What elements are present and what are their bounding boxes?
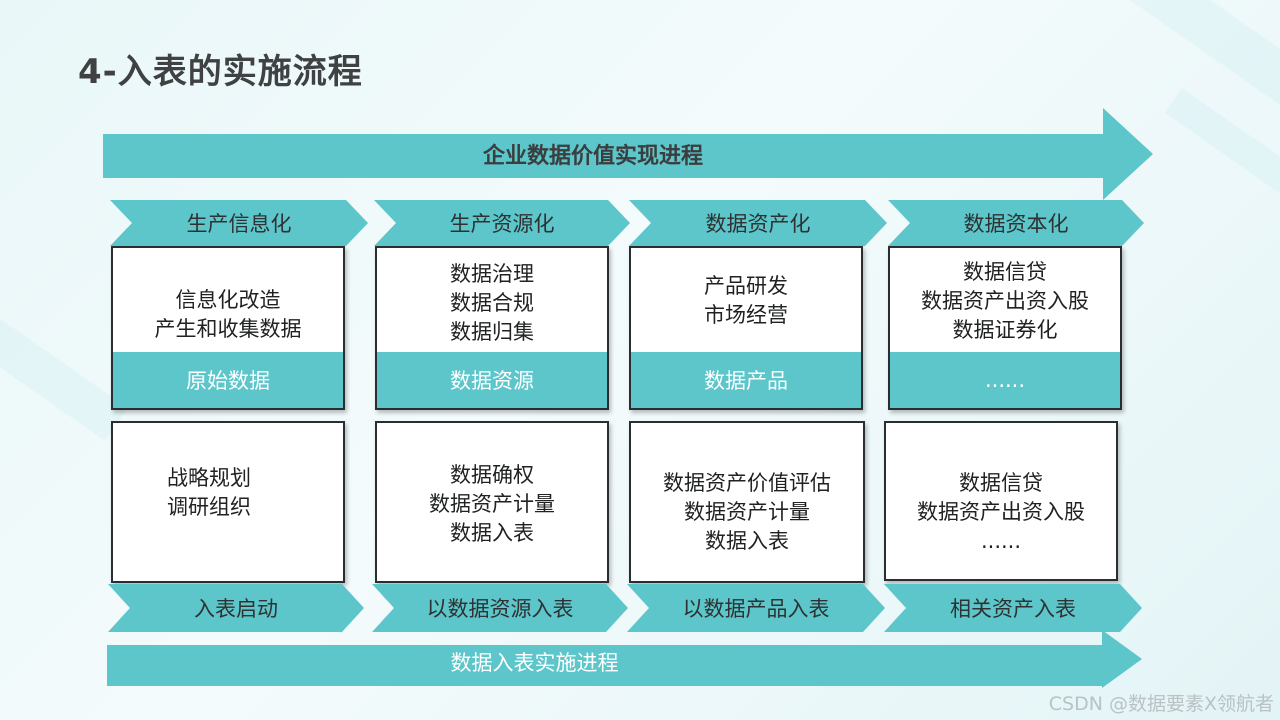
text-line: 数据入表 [705, 528, 789, 553]
watermark: CSDN @数据要素X领航者 [1048, 693, 1274, 715]
stage-upper-box-2: 数据治理 数据合规 数据归集 数据资源 [375, 246, 609, 410]
page-title: 4-入表的实施流程 [78, 52, 363, 92]
stage-lower-box-2: 数据确权 数据资产计量 数据入表 [375, 421, 609, 583]
text-line: 信息化改造 [175, 288, 281, 312]
stage-footer-1: 入表启动 [108, 584, 364, 632]
text-line: 数据证券化 [952, 317, 1058, 342]
value-process-arrow: 企业数据价值实现进程 [103, 108, 1153, 200]
stage-header-4: 数据资本化 [888, 200, 1144, 246]
output-band: 原始数据 [113, 352, 343, 408]
stage-header-label: 生产资源化 [449, 212, 555, 236]
text-line: 数据归集 [450, 319, 534, 344]
output-band: 数据产品 [631, 352, 861, 408]
output-band: ...... [890, 352, 1120, 408]
stage-lower-box-1: 战略规划 调研组织 [111, 421, 345, 583]
text-line: 数据资产出资入股 [917, 499, 1085, 524]
lower-box-text: 数据资产价值评估 数据资产计量 数据入表 [631, 469, 863, 555]
stage-lower-box-3: 数据资产价值评估 数据资产计量 数据入表 [629, 421, 865, 583]
stage-header-1: 生产信息化 [110, 200, 368, 246]
text-line: 产生和收集数据 [154, 317, 302, 341]
stage-upper-box-3: 产品研发 市场经营 数据产品 [629, 246, 863, 410]
lower-box-text: 战略规划 调研组织 [113, 453, 343, 533]
text-line: 数据确权 [450, 462, 534, 487]
stage-footer-label: 以数据产品入表 [682, 597, 830, 621]
stage-footer-label: 入表启动 [194, 597, 278, 621]
upper-box-text: 信息化改造 产生和收集数据 [113, 272, 343, 358]
lower-box-text: 数据确权 数据资产计量 数据入表 [377, 461, 607, 547]
text-line: 数据资产价值评估 [663, 470, 831, 495]
stage-header-label: 数据资产化 [705, 212, 811, 236]
text-line: 市场经营 [704, 303, 788, 327]
text-line: ...... [980, 528, 1022, 553]
text-line: 数据合规 [450, 290, 534, 315]
implementation-process-label: 数据入表实施进程 [450, 651, 619, 675]
text-line: 数据资产计量 [429, 491, 555, 516]
text-line: 数据资产出资入股 [921, 288, 1089, 313]
upper-box-text: 数据信贷 数据资产出资入股 数据证券化 [890, 258, 1120, 344]
text-line: 数据资产计量 [684, 499, 810, 524]
text-line: 战略规划 [167, 466, 251, 490]
stage-footer-label: 相关资产入表 [950, 597, 1076, 621]
text-line: 数据治理 [450, 261, 534, 286]
implementation-process-arrow: 数据入表实施进程 [107, 630, 1142, 688]
text-line: 调研组织 [167, 495, 251, 519]
stage-header-3: 数据资产化 [629, 200, 887, 246]
upper-box-text: 产品研发 市场经营 [631, 258, 861, 344]
text-line: 数据信贷 [959, 470, 1043, 495]
output-band: 数据资源 [377, 352, 607, 408]
stage-footer-3: 以数据产品入表 [627, 584, 885, 632]
background-stripe [1164, 88, 1280, 262]
lower-box-text: 数据信贷 数据资产出资入股 ...... [886, 469, 1116, 555]
stage-header-label: 数据资本化 [963, 212, 1069, 236]
stage-header-label: 生产信息化 [186, 212, 292, 236]
stage-footer-label: 以数据资源入表 [426, 597, 574, 621]
stage-upper-box-1: 信息化改造 产生和收集数据 原始数据 [111, 246, 345, 410]
stage-footer-4: 相关资产入表 [884, 584, 1142, 632]
value-process-label: 企业数据价值实现进程 [482, 144, 703, 169]
text-line: 数据入表 [450, 520, 534, 545]
stage-footer-2: 以数据资源入表 [372, 584, 628, 632]
stage-lower-box-4: 数据信贷 数据资产出资入股 ...... [884, 421, 1118, 581]
stage-header-2: 生产资源化 [374, 200, 630, 246]
stage-upper-box-4: 数据信贷 数据资产出资入股 数据证券化 ...... [888, 246, 1122, 410]
background-stripe [0, 259, 128, 441]
text-line: 产品研发 [704, 274, 788, 298]
text-line: 数据信贷 [963, 259, 1047, 284]
upper-box-text: 数据治理 数据合规 数据归集 [377, 260, 607, 346]
